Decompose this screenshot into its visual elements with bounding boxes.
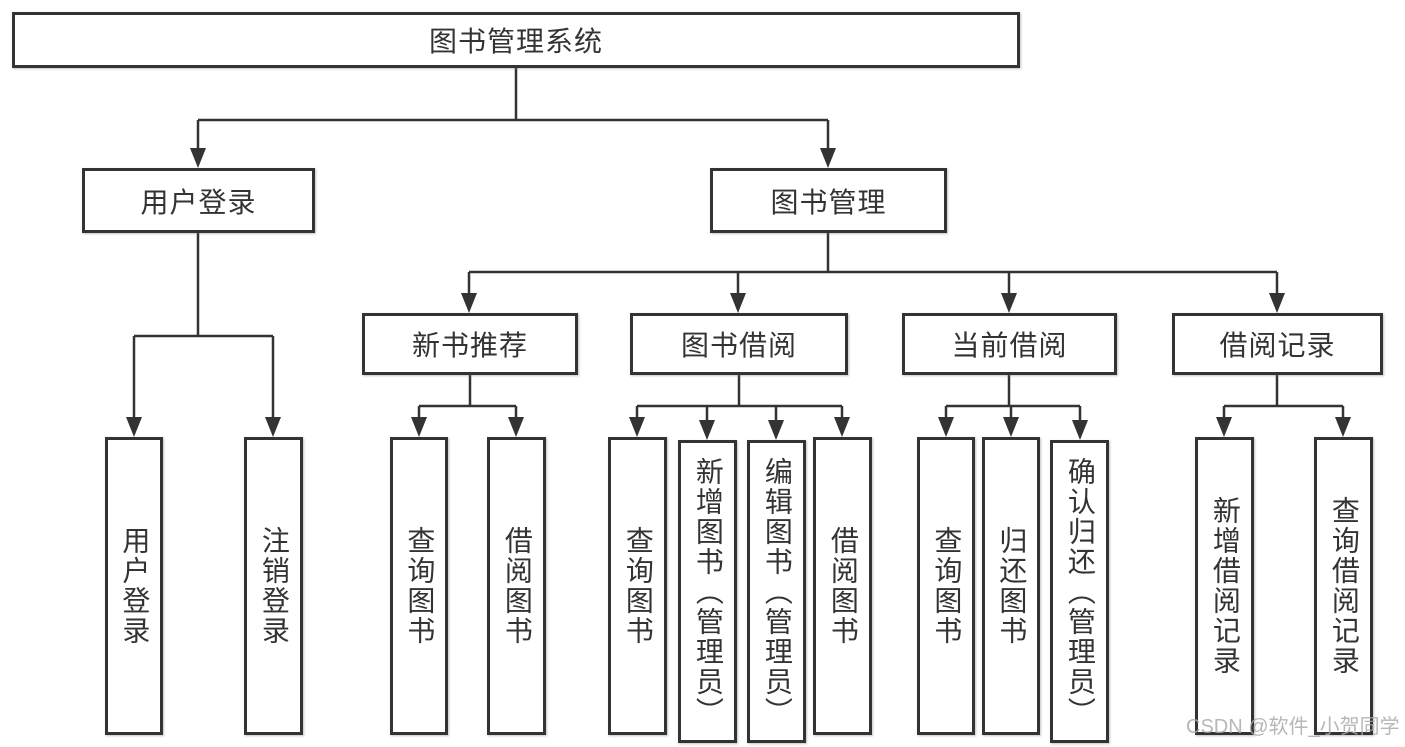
- node-label: 注销登录: [258, 526, 290, 646]
- node-label: 新增图书（管理员）: [692, 456, 724, 727]
- node-leaf-add-books-admin: 新增图书（管理员）: [678, 440, 737, 743]
- node-label: 新增借阅记录: [1209, 496, 1241, 676]
- connector-new-book-children: [417, 375, 518, 423]
- node-group-new-book-recommend: 新书推荐: [362, 313, 578, 375]
- node-leaf-query-books-2: 查询图书: [608, 437, 667, 735]
- node-leaf-borrow-books-2: 借阅图书: [813, 437, 872, 735]
- node-leaf-query-books-1: 查询图书: [390, 437, 448, 735]
- node-label: 用户登录: [119, 526, 151, 646]
- node-leaf-borrow-books-1: 借阅图书: [487, 437, 546, 735]
- node-label: 当前借阅: [951, 330, 1068, 361]
- connector-borrow-record-children: [1222, 375, 1345, 423]
- node-branch-book-management: 图书管理: [710, 168, 947, 233]
- node-label: 图书管理: [770, 186, 887, 218]
- connector-user-login-children: [132, 233, 275, 423]
- node-label: 新书推荐: [411, 330, 528, 361]
- node-label: 借阅图书: [827, 526, 859, 646]
- node-group-current-borrow: 当前借阅: [902, 313, 1117, 375]
- node-label: 图书管理系统: [428, 26, 603, 57]
- node-label: 借阅记录: [1219, 330, 1336, 361]
- node-leaf-user-login: 用户登录: [105, 437, 163, 735]
- node-group-borrow-records: 借阅记录: [1172, 313, 1383, 375]
- connector-root-to-level2: [196, 68, 830, 154]
- node-label: 编辑图书（管理员）: [761, 456, 793, 727]
- node-leaf-return-books: 归还图书: [982, 437, 1040, 735]
- connector-book-mgmt-children: [467, 233, 1279, 299]
- node-label: 归还图书: [996, 526, 1028, 646]
- connector-book-borrow-children: [635, 375, 844, 426]
- node-leaf-confirm-return-admin: 确认归还（管理员）: [1050, 440, 1109, 743]
- node-root-system: 图书管理系统: [12, 12, 1020, 68]
- node-label: 查询借阅记录: [1328, 496, 1360, 676]
- node-leaf-logout: 注销登录: [244, 437, 303, 735]
- node-label: 图书借阅: [680, 330, 797, 361]
- node-label: 确认归还（管理员）: [1064, 456, 1096, 727]
- watermark: CSDN @软件_小贺同学: [1186, 716, 1400, 738]
- node-leaf-query-books-3: 查询图书: [917, 437, 975, 735]
- node-leaf-query-borrow-record: 查询借阅记录: [1314, 437, 1373, 735]
- node-leaf-add-borrow-record: 新增借阅记录: [1195, 437, 1254, 735]
- node-label: 用户登录: [140, 186, 257, 218]
- arrowheads: [126, 148, 1351, 440]
- node-label: 查询图书: [622, 526, 654, 646]
- node-label: 查询图书: [404, 526, 436, 646]
- node-label: 查询图书: [931, 526, 963, 646]
- node-label: 借阅图书: [501, 526, 533, 646]
- node-branch-user-login: 用户登录: [82, 168, 315, 233]
- node-group-book-borrow: 图书借阅: [630, 313, 848, 375]
- node-leaf-edit-books-admin: 编辑图书（管理员）: [747, 440, 806, 743]
